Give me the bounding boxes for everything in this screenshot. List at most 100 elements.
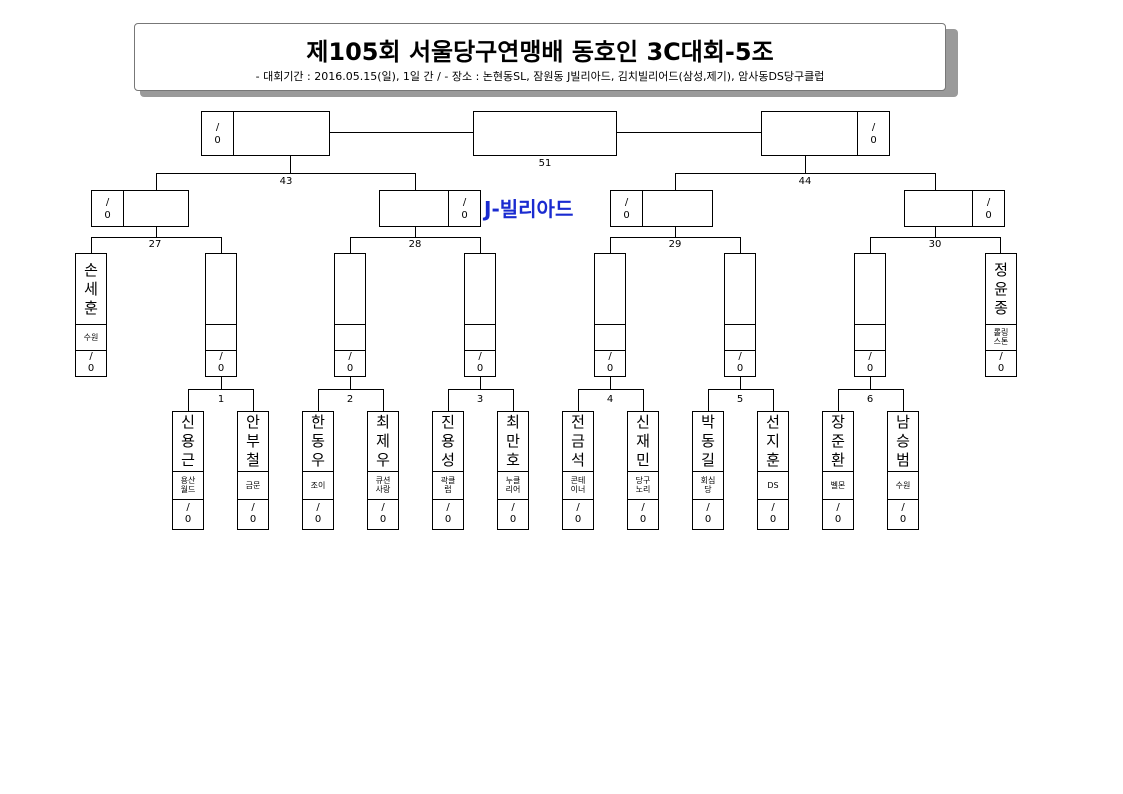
bracket-line [253,389,254,411]
bracket-line [935,227,936,237]
bracket-line [578,389,644,390]
page-title: 제105회 서울당구연맹배 동호인 3C대회-5조 [306,38,774,66]
player-club: 큐션 사랑 [368,471,398,500]
game-number: 2 [346,394,354,405]
player-club: 수원 [888,471,918,500]
bracket-line [870,237,871,253]
winner-slot: /0 [334,253,366,377]
bracket-line [156,173,157,190]
final-left-slot: /0 [201,111,330,156]
match-slot: /0 [91,190,189,227]
bracket-line [643,389,644,411]
score-cell: /0 [857,112,889,155]
bracket-line [675,173,936,174]
bracket-line [318,389,319,411]
player-club: 용산 월드 [173,471,203,500]
winner-slot: /0 [464,253,496,377]
player-club: 당구 노리 [628,471,658,500]
score-cell: /0 [769,502,777,525]
bracket-line [383,389,384,411]
final-right-slot: /0 [761,111,890,156]
bracket-line [480,237,481,253]
bracket-line [188,389,189,411]
match-slot: /0 [904,190,1005,227]
bracket-line [221,237,222,253]
game-number: 3 [476,394,484,405]
bracket-line [740,237,741,253]
event-info: - 대회기간 : 2016.05.15(일), 1일 간 / - 장소 : 논현… [255,70,825,83]
bracket-line [838,389,904,390]
bracket-line [740,377,741,389]
bracket-line [1000,237,1001,253]
player-club: 콘테 이너 [563,471,593,500]
score-cell: /0 [249,502,257,525]
venue-label: J-빌리아드 [484,197,574,221]
bracket-line [480,377,481,389]
score-cell: /0 [87,351,95,374]
score-cell: /0 [611,191,643,226]
score-cell: /0 [639,502,647,525]
player-club: 금문 [238,471,268,500]
bracket-line [91,237,222,238]
player-club: 수원 [76,324,106,351]
score-cell: /0 [704,502,712,525]
player-club: 회심 당 [693,471,723,500]
game-number: 30 [928,239,942,250]
winner-slot: /0 [854,253,886,377]
game-number: 28 [408,239,422,250]
bracket-line [870,237,1001,238]
score-cell: /0 [448,191,480,226]
score-cell: /0 [736,351,744,374]
bracket-line [610,377,611,389]
winner-slot: /0 [594,253,626,377]
winner-slot: /0 [205,253,237,377]
score-cell: /0 [202,112,234,155]
score-cell: /0 [606,351,614,374]
bracket-line [617,132,761,133]
bracket-line [903,389,904,411]
bracket-line [610,237,611,253]
game-number: 29 [668,239,682,250]
bracket-line [350,377,351,389]
score-cell: /0 [972,191,1004,226]
game-number: 44 [798,176,812,187]
player-club: 롤링 스톤 [986,324,1016,351]
header-box: 제105회 서울당구연맹배 동호인 3C대회-5조 - 대회기간 : 2016.… [134,23,946,91]
score-cell: /0 [476,351,484,374]
game-number: 4 [606,394,614,405]
match-slot: /0 [379,190,481,227]
player-club: DS [758,471,788,500]
bracket-line [221,377,222,389]
player-club: 누클 리어 [498,471,528,500]
bracket-line [415,227,416,237]
winner-slot: /0 [724,253,756,377]
bracket-line [708,389,774,390]
bracket-line [578,389,579,411]
score-cell: /0 [509,502,517,525]
bracket-line [708,389,709,411]
score-cell: /0 [346,351,354,374]
bracket-line [675,227,676,237]
bracket-line [935,173,936,190]
score-cell: /0 [574,502,582,525]
player-club: 벨몬 [823,471,853,500]
score-cell: /0 [866,351,874,374]
bracket-line [350,237,351,253]
game-number: 43 [279,176,293,187]
